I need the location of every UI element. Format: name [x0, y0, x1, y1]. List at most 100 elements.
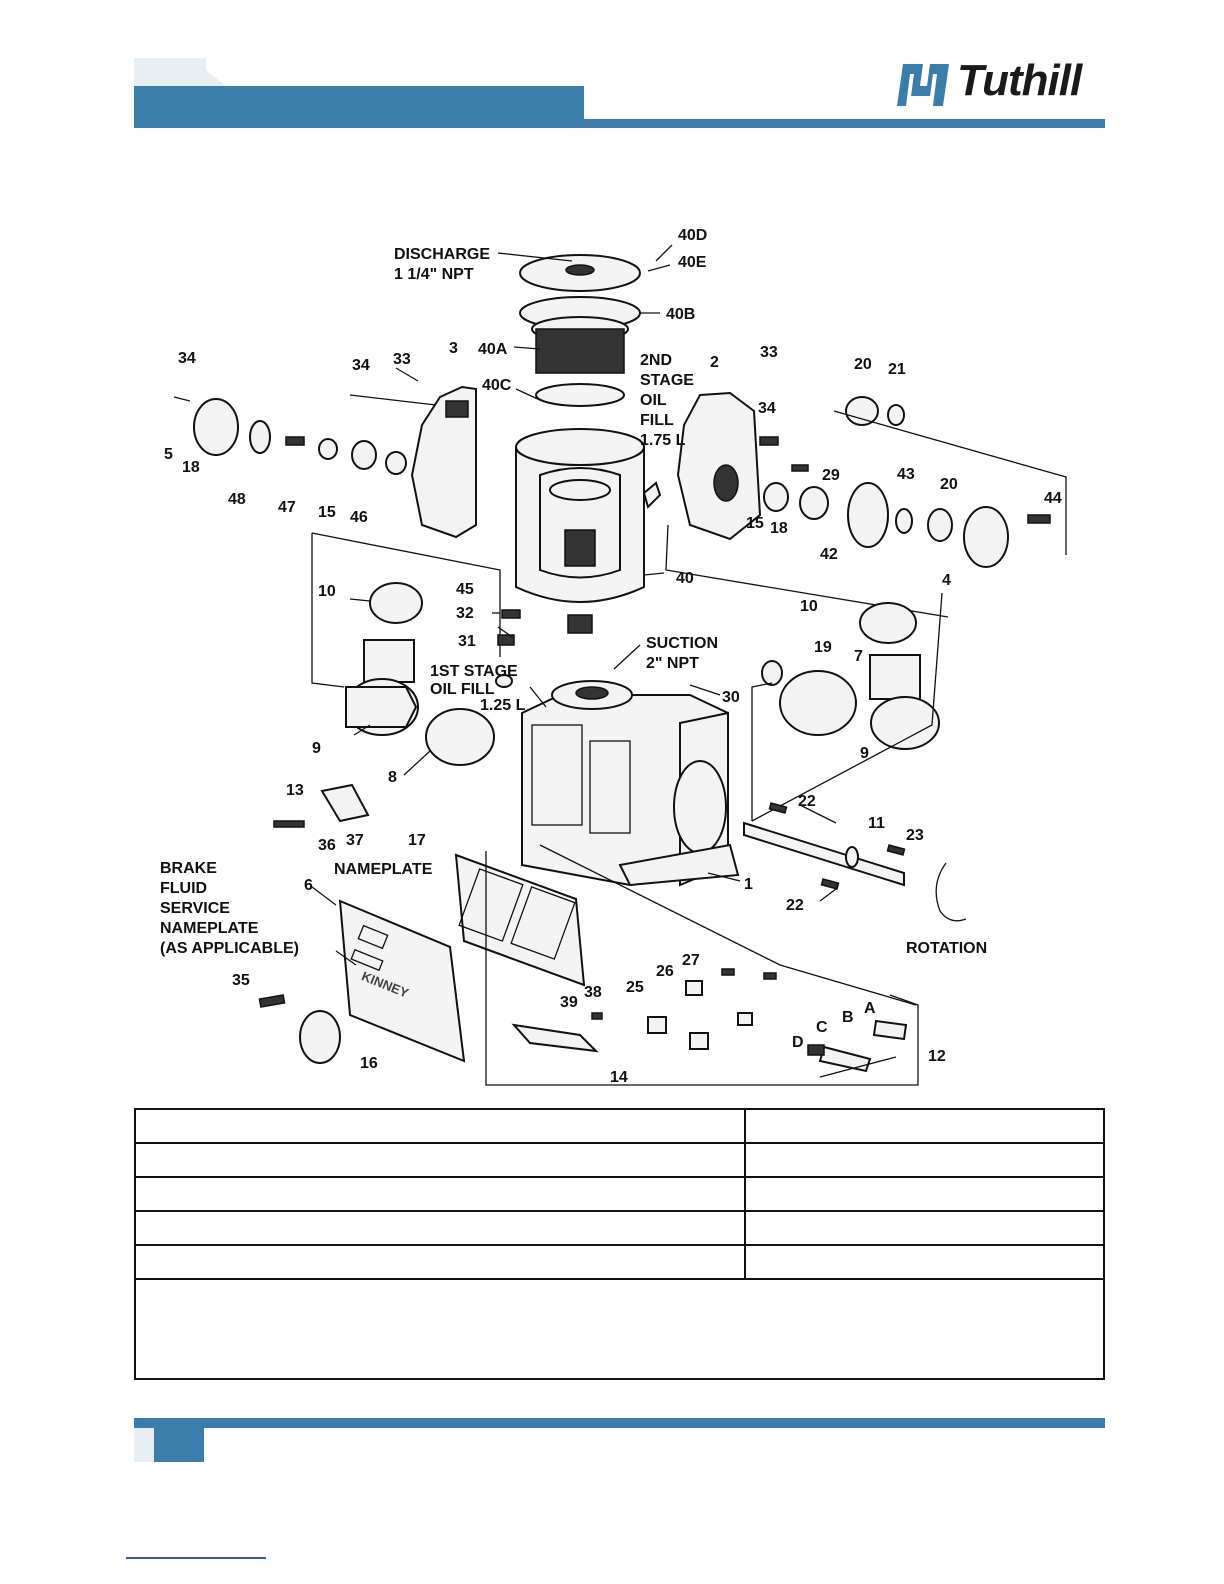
part-29: 29: [822, 467, 840, 484]
table-cell: [134, 1210, 746, 1246]
part-6: 6: [304, 877, 313, 894]
callout-brake-1: BRAKE: [160, 860, 217, 877]
callout-brake-2: FLUID: [160, 880, 207, 897]
header-band: [134, 86, 584, 120]
part-32: 32: [456, 605, 474, 622]
part-5: 5: [164, 446, 173, 463]
part-26: 26: [656, 963, 674, 980]
callout-1st-stage-2: OIL FILL: [430, 681, 495, 698]
discharge-cover-assembly: [515, 254, 662, 634]
part-B: B: [842, 1009, 854, 1026]
callout-2nd-stage-3: OIL: [640, 392, 667, 409]
table-cell: [744, 1142, 1105, 1178]
part-31: 31: [458, 633, 476, 650]
part-40d: 40D: [678, 227, 707, 244]
callout-labels: DISCHARGE 1 1/4" NPT 2ND STAGE OIL FILL …: [160, 246, 987, 1001]
part-46: 46: [350, 509, 368, 526]
table-cell: [744, 1176, 1105, 1212]
callout-discharge-1: DISCHARGE: [394, 246, 490, 263]
part-34-left: 34: [178, 350, 196, 367]
part-40c: 40C: [482, 377, 512, 394]
part-30: 30: [722, 689, 740, 706]
part-33-left: 33: [393, 351, 411, 368]
part-19: 19: [814, 639, 832, 656]
brand-name: Tuthill: [957, 56, 1082, 105]
footer-page-tab: [154, 1428, 204, 1462]
fittings-assembly: [485, 844, 919, 1086]
part-20-top: 20: [854, 356, 872, 373]
part-9-left: 9: [312, 740, 321, 757]
callout-2nd-stage-2: STAGE: [640, 372, 694, 389]
table-row: [134, 1244, 1105, 1280]
part-2: 2: [710, 354, 719, 371]
part-8: 8: [388, 769, 397, 786]
part-4: 4: [942, 572, 951, 589]
part-43: 43: [897, 466, 915, 483]
part-15-left: 15: [318, 504, 336, 521]
table-row: [134, 1108, 1105, 1144]
footer-tab-light: [134, 1428, 154, 1462]
callout-suction-2: 2" NPT: [646, 655, 699, 672]
part-39: 39: [560, 994, 578, 1011]
part-37: 37: [346, 832, 364, 849]
part-35: 35: [232, 972, 250, 989]
callout-discharge-2: 1 1/4" NPT: [394, 266, 474, 283]
part-40e: 40E: [678, 254, 707, 271]
callout-suction-1: SUCTION: [646, 635, 718, 652]
table-note-row: [134, 1278, 1105, 1380]
callout-brake-5: (AS APPLICABLE): [160, 940, 299, 957]
part-25: 25: [626, 979, 644, 996]
side-cover-assembly: [258, 783, 599, 1064]
header-rule: [134, 119, 1105, 128]
callout-1st-stage-3: 1.25 L: [480, 697, 526, 714]
part-42: 42: [820, 546, 838, 563]
table-cell: [744, 1210, 1105, 1246]
table-cell: [134, 1176, 746, 1212]
main-housing: [495, 609, 740, 887]
part-number-labels: 40D 40E 40B 40A 40C 40 34 34 34 33 33 3 …: [164, 227, 1062, 1086]
part-C: C: [816, 1019, 828, 1036]
table-cell: [744, 1108, 1105, 1144]
part-A: A: [864, 1000, 876, 1017]
part-40b: 40B: [666, 306, 695, 323]
footer-link[interactable]: [126, 1557, 266, 1559]
part-48: 48: [228, 491, 246, 508]
part-34-mid: 34: [352, 357, 370, 374]
part-20-right: 20: [940, 476, 958, 493]
part-14: 14: [610, 1069, 628, 1086]
callout-rotation: ROTATION: [906, 940, 987, 957]
part-44: 44: [1044, 490, 1062, 507]
part-18-right: 18: [770, 520, 788, 537]
table-row: [134, 1176, 1105, 1212]
callout-2nd-stage-1: 2ND: [640, 352, 672, 369]
part-7: 7: [854, 648, 863, 665]
part-23: 23: [906, 827, 924, 844]
table-row: [134, 1142, 1105, 1178]
part-40: 40: [676, 570, 694, 587]
callout-2nd-stage-4: FILL: [640, 412, 674, 429]
part-36: 36: [318, 837, 336, 854]
part-22-bottom: 22: [786, 897, 804, 914]
leader-lines: [311, 244, 837, 966]
part-D: D: [792, 1034, 804, 1051]
exploded-parts-diagram: DISCHARGE 1 1/4" NPT 2ND STAGE OIL FILL …: [160, 227, 1067, 1086]
callout-1st-stage-1: 1ST STAGE: [430, 663, 518, 680]
part-33-right: 33: [760, 344, 778, 361]
table-row: [134, 1210, 1105, 1246]
part-10-left: 10: [318, 583, 336, 600]
callout-brake-3: SERVICE: [160, 900, 230, 917]
part-17: 17: [408, 832, 426, 849]
part-34-right: 34: [758, 400, 776, 417]
part-22-top: 22: [798, 793, 816, 810]
part-10-right: 10: [800, 598, 818, 615]
table-cell: [134, 1108, 746, 1144]
drive-shaft: [743, 802, 967, 922]
table-cell: [134, 1244, 746, 1280]
part-12: 12: [928, 1048, 946, 1065]
part-9-right: 9: [860, 745, 869, 762]
part-13: 13: [286, 782, 304, 799]
tuthill-logo: Tuthill: [893, 56, 1105, 110]
left-head-assembly: [173, 367, 477, 539]
part-38: 38: [584, 984, 602, 1001]
table-cell: [744, 1244, 1105, 1280]
